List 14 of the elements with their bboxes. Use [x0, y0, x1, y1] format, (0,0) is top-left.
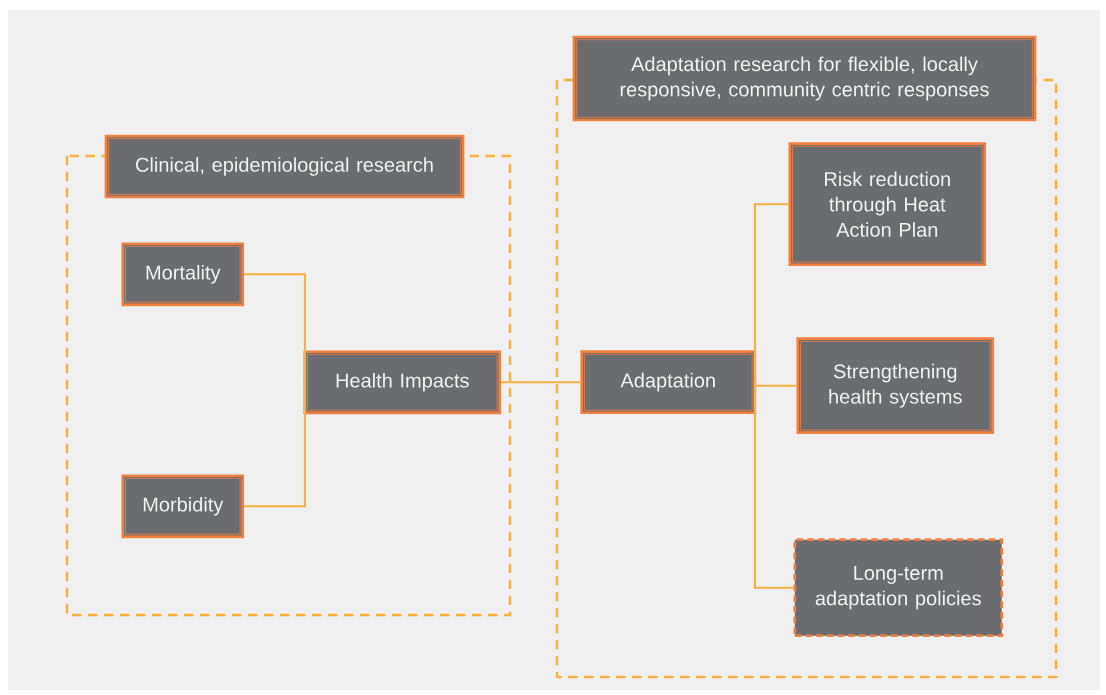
- process-box: Mortality: [121, 242, 245, 307]
- process-box: Adaptation: [580, 350, 757, 415]
- connector-line: [244, 273, 307, 384]
- heading-box: Clinical, epidemiological research: [104, 134, 465, 199]
- process-box: Risk reduction through Heat Action Plan: [788, 142, 987, 267]
- process-box: Morbidity: [121, 474, 245, 539]
- process-box: Long-term adaptation policies: [793, 538, 1004, 638]
- process-box: Strengthening health systems: [796, 337, 995, 435]
- connector-line: [753, 203, 789, 384]
- connector-line: [753, 381, 794, 589]
- process-box: Health Impacts: [303, 350, 502, 415]
- heading-box: Adaptation research for flexible, locally responsive, community centric responses: [572, 35, 1037, 122]
- connector-line: [244, 381, 307, 508]
- connector-line: [501, 381, 581, 384]
